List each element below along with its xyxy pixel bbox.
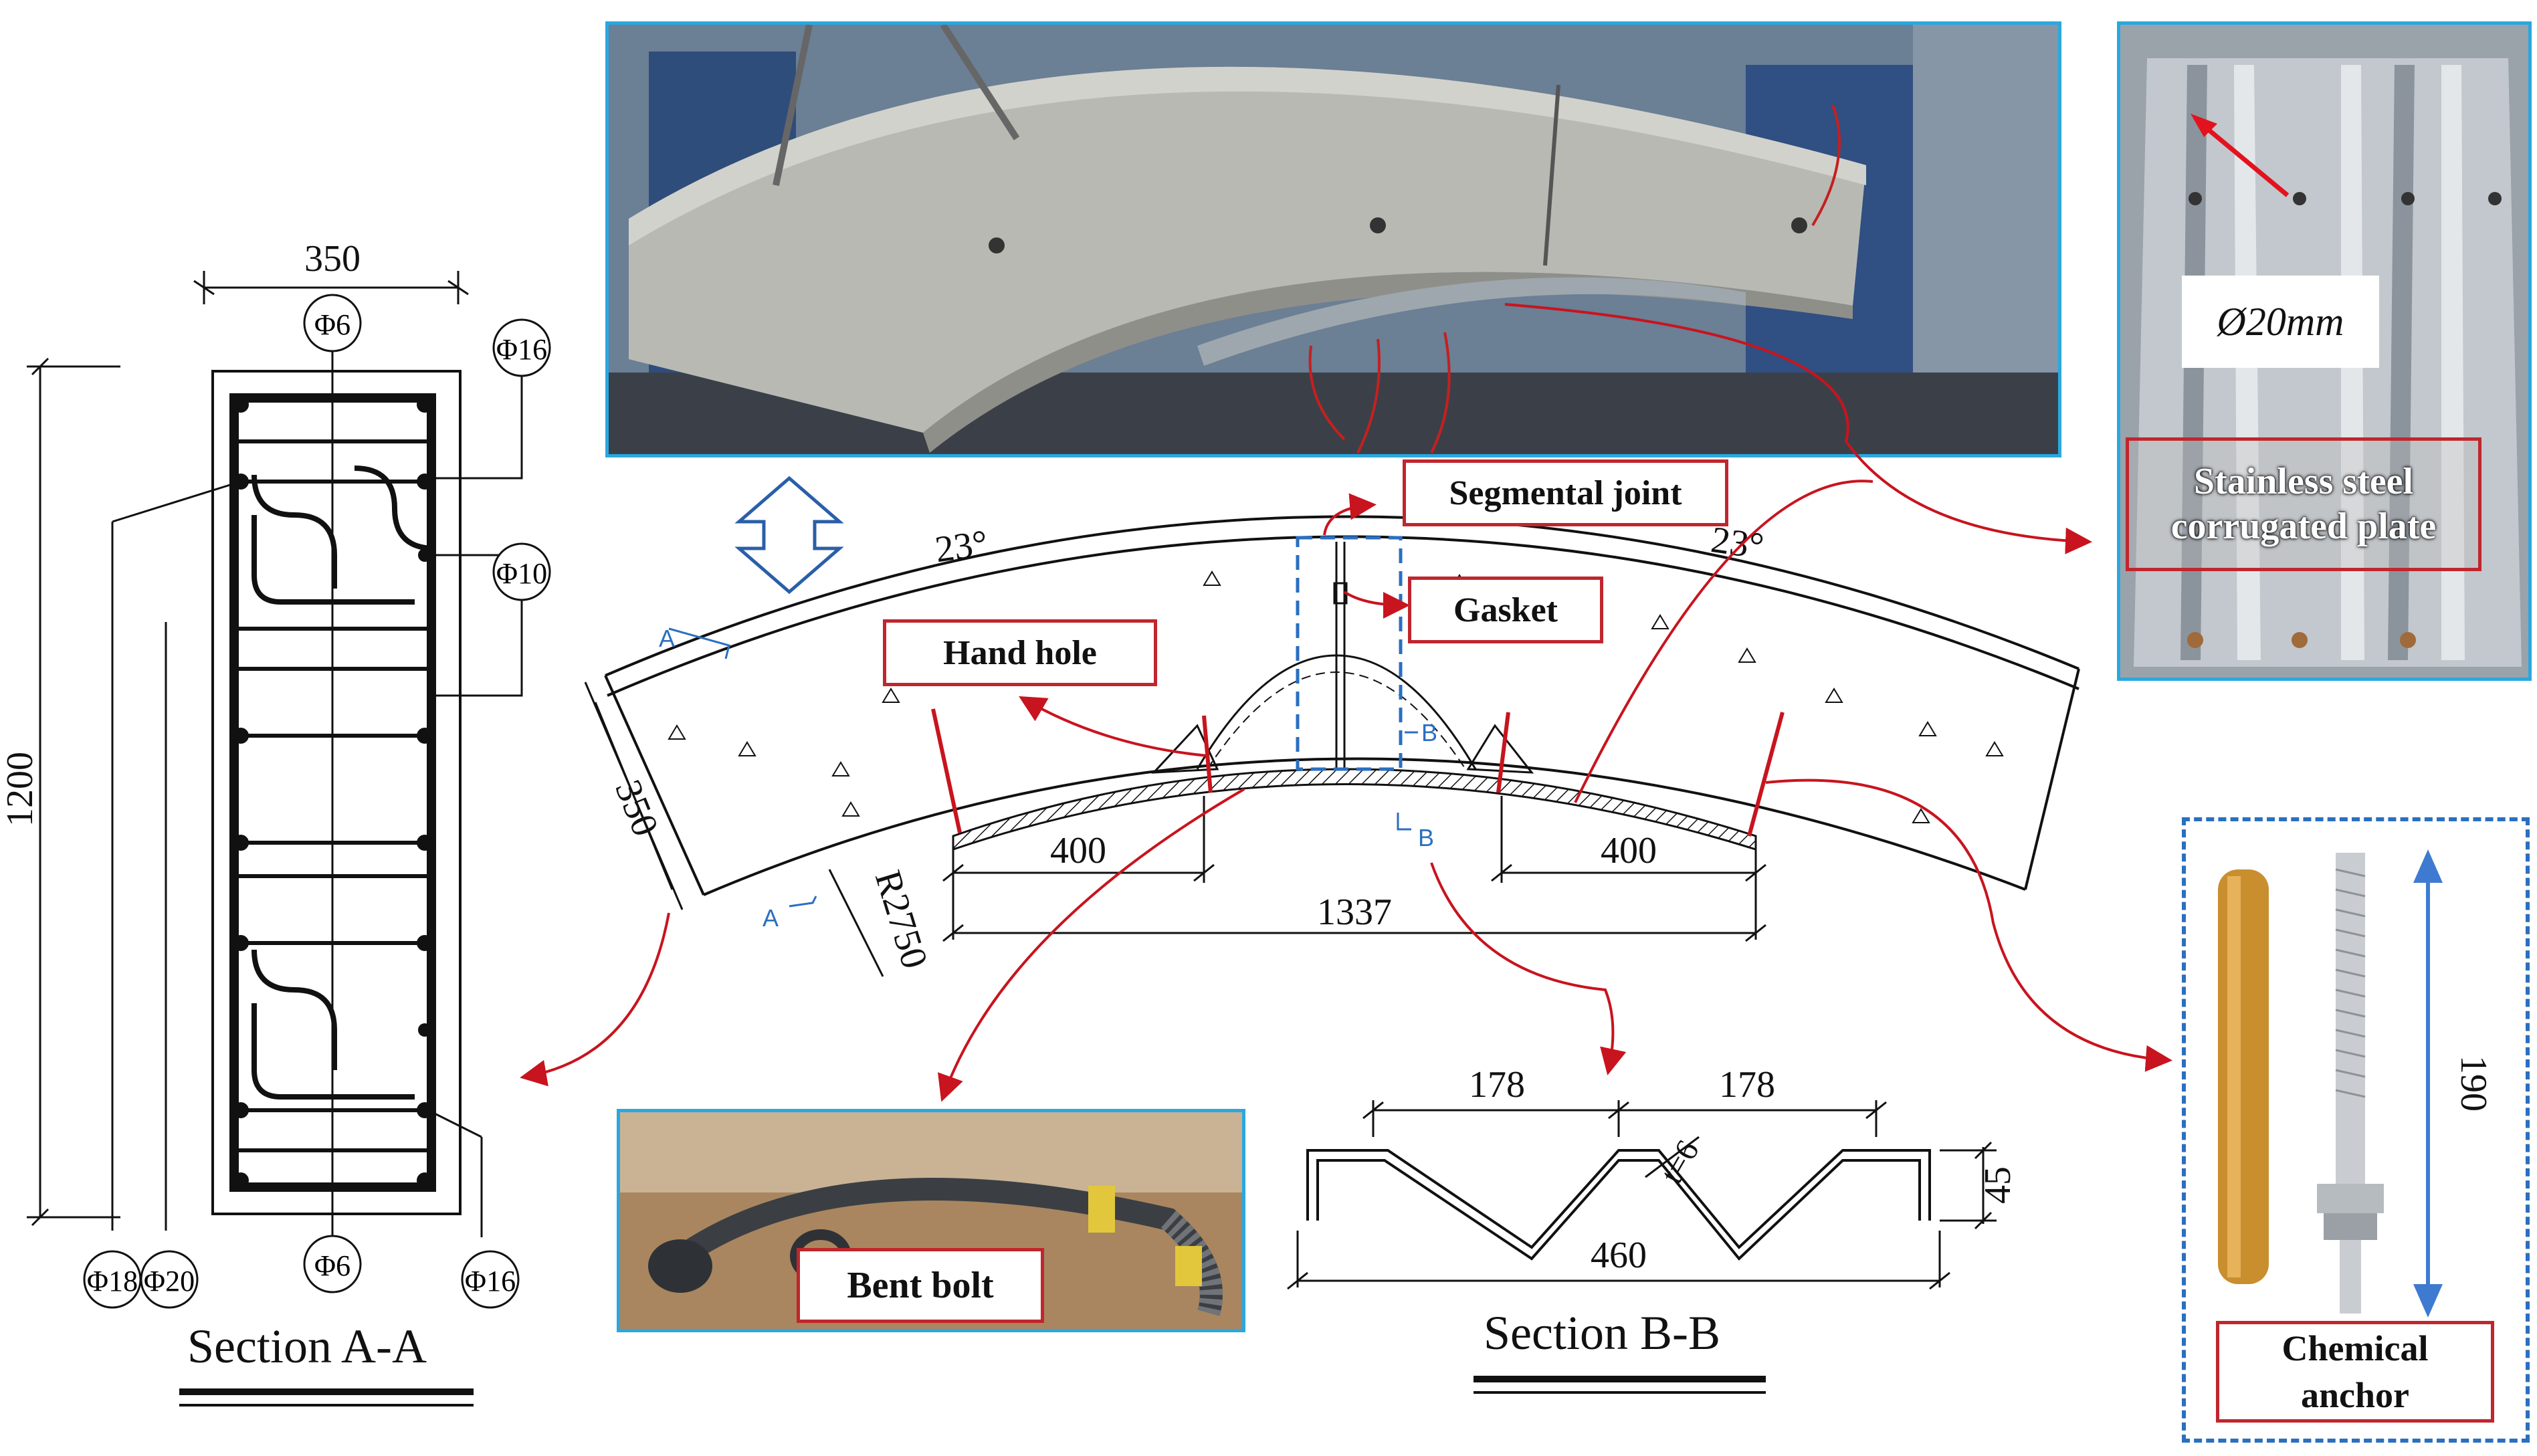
segment-dims	[594, 702, 1766, 977]
hole-pointer-arrowhead	[2191, 114, 2217, 137]
joint-detail-box	[1296, 536, 1403, 771]
section-aa-drawing	[211, 370, 462, 1215]
hole-diameter-label: Ø20mm	[2217, 299, 2344, 344]
cut-b-top: B	[1421, 719, 1437, 746]
rebar-label-phi20: Φ20	[140, 1250, 199, 1309]
bent-bolt-callout: Bent bolt	[797, 1248, 1044, 1323]
segmental-joint-label: Segmental joint	[1449, 474, 1682, 512]
rebar-label-phi16-bottom: Φ16	[461, 1250, 520, 1309]
gasket-callout: Gasket	[1408, 577, 1603, 643]
angle-left: 23°	[932, 522, 990, 570]
segmental-joint-callout: Segmental joint	[1403, 459, 1728, 526]
title-underlines	[179, 1376, 1766, 1407]
dim-left-400: 400	[1050, 830, 1106, 871]
chemical-anchor-callout: Chemical anchor	[2216, 1321, 2494, 1423]
cut-a-bottom: A	[763, 904, 779, 932]
svg-text:Φ20: Φ20	[144, 1265, 195, 1297]
cut-a-top: A	[659, 625, 675, 652]
section-aa-leaders	[111, 348, 523, 1237]
correspondence-arrow-icon	[734, 476, 844, 595]
bb-thickness: t=6	[1654, 1134, 1706, 1189]
bb-pitch-right: 178	[1719, 1064, 1775, 1106]
callout-arrows	[520, 303, 2172, 1102]
segment-anchors	[931, 708, 1785, 837]
section-bb-title: Section B-B	[1484, 1306, 1720, 1360]
hand-hole-label: Hand hole	[943, 633, 1097, 672]
section-aa-height: 1200	[0, 752, 41, 827]
section-aa-title: Section A-A	[187, 1320, 427, 1373]
svg-text:Φ16: Φ16	[496, 333, 547, 366]
svg-text:Φ6: Φ6	[314, 1249, 350, 1282]
section-cut-markers	[668, 627, 1418, 908]
hole-pointer-arrow	[2195, 118, 2290, 197]
section-aa-dims	[27, 271, 469, 1227]
section-aa-rebar-dots	[233, 397, 433, 1188]
rebar-label-phi6-top: Φ6	[303, 294, 362, 352]
cut-b-bottom: B	[1418, 824, 1434, 851]
rebar-label-phi6-bottom: Φ6	[303, 1235, 362, 1293]
svg-text:Φ6: Φ6	[314, 308, 350, 341]
stainless-plate-label: Stainless steel corrugated plate	[2170, 460, 2437, 547]
rebar-label-phi16-top: Φ16	[492, 318, 551, 377]
dim-thickness-350: 350	[607, 774, 666, 842]
bb-height: 45	[1977, 1166, 2019, 1204]
hole-diameter-label-box: Ø20mm	[2182, 276, 2379, 368]
chemical-anchor-label: Chemical anchor	[2281, 1328, 2429, 1415]
rebar-label-phi18: Φ18	[83, 1250, 142, 1309]
bent-bolt-label: Bent bolt	[847, 1265, 994, 1306]
svg-text:Φ16: Φ16	[465, 1265, 516, 1297]
section-bb-drawing	[1306, 1149, 1931, 1261]
dim-total-1337: 1337	[1317, 892, 1392, 933]
radius-label: R2750	[867, 865, 936, 973]
hand-hole-callout: Hand hole	[883, 619, 1157, 686]
dim-right-400: 400	[1601, 830, 1657, 871]
gasket-label: Gasket	[1453, 591, 1558, 629]
svg-text:Φ10: Φ10	[496, 557, 547, 590]
rebar-label-phi10: Φ10	[492, 542, 551, 601]
section-aa-width: 350	[304, 238, 361, 280]
bb-pitch-left: 178	[1469, 1064, 1525, 1106]
angle-right: 23°	[1708, 519, 1766, 567]
svg-text:Φ18: Φ18	[87, 1265, 138, 1297]
section-bb-dims	[1287, 1100, 1997, 1290]
stainless-plate-callout: Stainless steel corrugated plate	[2126, 437, 2481, 571]
bb-total: 460	[1591, 1235, 1647, 1276]
